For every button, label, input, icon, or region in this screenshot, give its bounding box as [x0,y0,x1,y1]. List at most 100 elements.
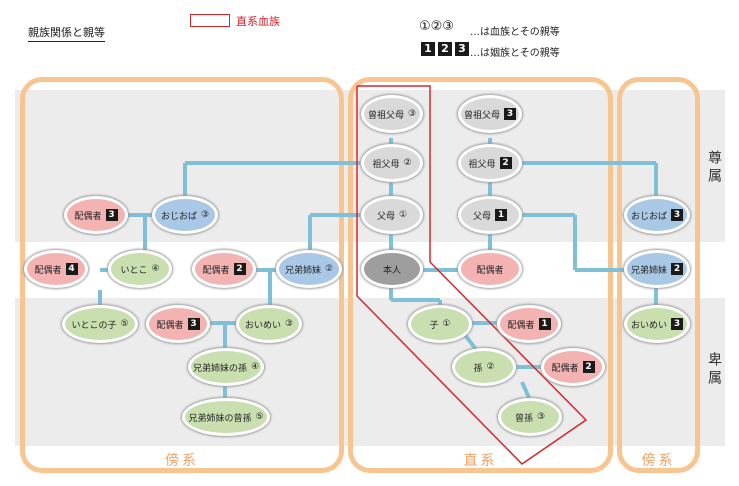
node-label: 兄弟姉妹 [284,265,321,276]
node-degree: ④ [250,362,260,372]
node-label: 兄弟姉妹の曾孫 [188,413,252,424]
node-degree: 3 [187,318,200,330]
spouse-uncle-aunt-node: おじおば 3 [624,196,690,234]
node-label: 子 [429,320,439,331]
node-degree: 2 [499,157,512,169]
node-label: おじおば [160,211,197,222]
node-degree: ③ [200,210,210,220]
node-label: 配偶者 [156,320,184,331]
node-label: 曾祖父母 [463,110,500,121]
node-label: 配偶者 [551,363,579,374]
node-label: 配偶者 [507,320,535,331]
legend-direct-line-label: 直系血族 [236,15,280,28]
node-degree: 2 [582,361,595,373]
node-degree: ⑤ [255,412,264,422]
node-label: 父母 [376,211,395,222]
node-label: 配偶者 [202,265,230,276]
node-degree: ③ [536,412,546,422]
node-degree: ② [486,362,495,372]
node-degree: 3 [105,209,118,221]
direct-line-outline [356,85,588,465]
node-degree: 3 [671,318,683,330]
node-label: 曾孫 [514,413,533,424]
collateral-panel-left [20,77,344,473]
legend-inlaw-marks: 1 2 3 [421,42,469,56]
node-label: 本人 [382,265,401,276]
node-label: 父母 [472,211,491,222]
ascendant-label: 尊属 [706,150,722,186]
page-title: 親族関係と親等 [28,24,105,42]
node-label: 配偶者 [34,265,62,276]
panel-label-left: 傍系 [165,453,199,469]
node-degree: ② [324,264,334,274]
node-degree: ② [403,158,412,168]
connector [520,381,532,401]
legend-inlaw-mark: 1 [421,42,435,56]
node-degree: ① [398,210,408,220]
spouse-node: 配偶者 [458,250,522,288]
legend-blood-text: …は血族とその親等 [470,27,560,38]
node-degree: 3 [504,108,516,120]
node-degree: ① [442,319,451,329]
node-degree: 2 [671,263,683,275]
self-node: 本人 [361,250,423,288]
spouse-parents-node: 父母 1 [458,196,522,234]
legend-inlaw-mark: 3 [455,42,469,56]
collateral-panel-right [617,77,700,473]
panel-label-middle: 直系 [463,453,498,469]
node-label: いとこ [120,265,148,276]
legend-inlaw-mark: 2 [438,42,452,56]
spouse-great-grandparents-node: 曾祖父母 3 [458,95,522,133]
node-degree: ④ [151,264,160,274]
node-degree: ⑤ [120,319,129,329]
node-label: 曾祖父母 [367,110,404,121]
node-label: 配偶者 [476,265,504,276]
node-label: 祖父母 [468,159,496,170]
node-label: 兄弟姉妹の孫 [192,363,247,374]
legend-blood-marks: ①②③ [419,19,454,34]
node-label: いとこの子 [71,320,117,331]
node-label: 祖父母 [372,159,400,170]
node-degree: 2 [233,263,246,275]
node-label: おいめい [630,320,667,331]
legend-direct-line-swatch [190,14,230,27]
descendant-label: 卑属 [706,352,722,388]
node-degree: 1 [495,209,507,221]
node-label: 孫 [473,363,483,374]
spouse-sibling-node: 兄弟姉妹 2 [624,250,690,288]
direct-panel [348,77,613,473]
node-degree: 3 [671,209,683,221]
spouse-nephew-niece-node: おいめい 3 [624,305,690,343]
node-label: おいめい [244,320,281,331]
panel-label-right: 傍系 [641,453,676,469]
legend-inlaw-text: …は姻族とその親等 [470,48,560,59]
node-degree: 4 [65,263,78,275]
node-label: おじおば [630,211,667,222]
node-degree: ③ [407,109,417,119]
node-label: 配偶者 [74,211,102,222]
node-degree: 1 [538,318,551,330]
node-degree: ③ [284,319,294,329]
node-label: 兄弟姉妹 [630,265,667,276]
